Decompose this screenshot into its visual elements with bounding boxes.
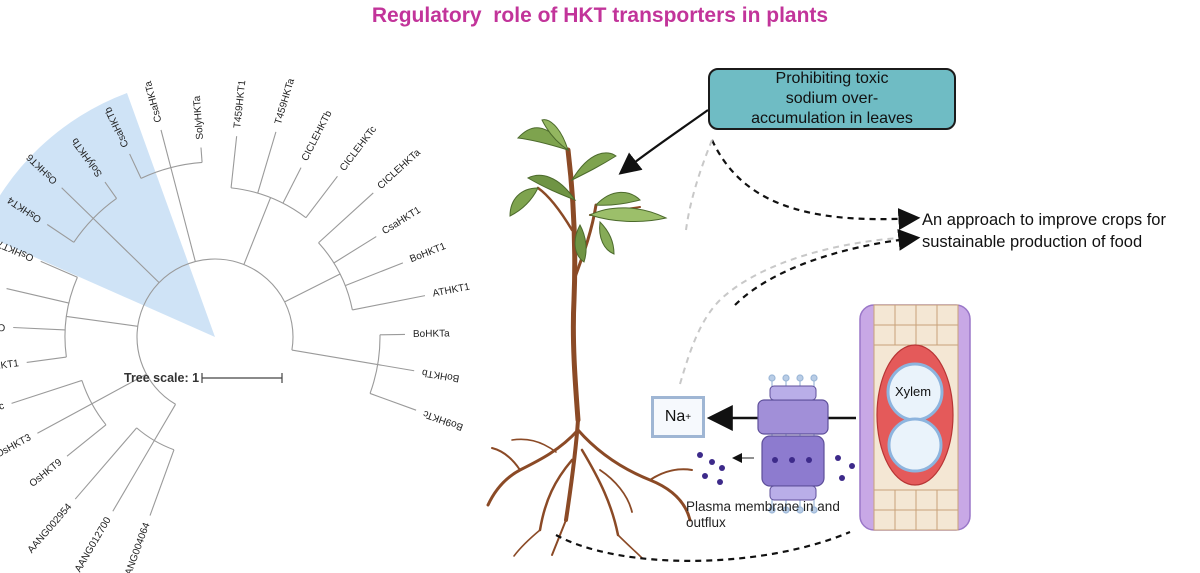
tree-branch [46, 224, 75, 243]
tree-branch [26, 356, 67, 363]
tree-branch [149, 449, 175, 516]
toxic-sodium-callout: Prohibiting toxic sodium over-accumulati… [708, 68, 956, 130]
tree-branch [230, 136, 238, 188]
plant-roots [486, 418, 693, 559]
tree-branch [284, 273, 341, 303]
tree-branch [92, 218, 160, 283]
plasma-membrane-transporter [697, 374, 855, 514]
xylem-tissue [859, 304, 971, 531]
tree-branch [257, 131, 277, 194]
tree-branch [160, 129, 172, 168]
xylem-label: Xylem [895, 384, 932, 399]
plant-leaves [509, 119, 668, 263]
tree-clade-arc [73, 197, 117, 243]
sodium-ion-symbol: Na [664, 408, 686, 425]
tree-branch [345, 262, 404, 287]
tree-scale-label: Tree scale: 1 [124, 371, 200, 385]
plasma-membrane-label: Plasma membrane in and outflux [686, 499, 840, 530]
tree-branch [104, 181, 118, 199]
tree-branch [40, 260, 78, 278]
tree-branch [305, 175, 338, 219]
tree-branch [91, 373, 147, 405]
approach-line-2: sustainable production of food [922, 233, 1143, 251]
sodium-ion-box: Na+ [651, 396, 705, 438]
tree-branch [352, 295, 426, 311]
tree-clade-arc [318, 242, 353, 311]
scale-bar [201, 373, 283, 383]
tree-branch [318, 192, 374, 244]
tree-branch [243, 197, 272, 265]
tree-branch [66, 315, 138, 327]
tree-clade-arc [231, 187, 307, 219]
tree-leaf-label: OsHKTc [0, 401, 6, 423]
crop-approach-text: An approach to improve crops for sustain… [922, 209, 1166, 253]
tree-leaf-label: OsHKTa [0, 320, 5, 333]
tree-branch [6, 288, 70, 304]
tree-branch [129, 153, 142, 179]
tree-branch [170, 167, 196, 262]
tree-branches [6, 129, 426, 516]
tree-branch [112, 440, 155, 512]
tree-branch [291, 349, 378, 366]
tree-branch [74, 427, 138, 500]
tree-branch [377, 364, 415, 372]
highlight-wedge [0, 93, 215, 337]
tree-branch [61, 187, 94, 219]
tree-leaf-label: SolyHKTa [192, 95, 206, 140]
tree-branch [66, 424, 107, 457]
sodium-ion-charge: + [685, 411, 692, 423]
tree-branch [333, 236, 377, 264]
tree-branch [13, 326, 66, 331]
tree-clade-arc [81, 380, 107, 426]
tree-branch [11, 379, 83, 404]
approach-line-1: An approach to improve crops for [922, 211, 1166, 229]
tree-branch [200, 147, 203, 163]
tree-branch [37, 403, 93, 434]
tree-leaf-label: BoHKTa [413, 328, 450, 339]
tree-inner-ring [136, 258, 294, 405]
tree-branch [282, 167, 302, 204]
page-title: Regulatory role of HKT transporters in p… [371, 4, 829, 27]
tree-branch [153, 404, 177, 441]
tree-branch [369, 392, 417, 411]
tree-leaf-label: T459HKT1 [232, 79, 248, 129]
